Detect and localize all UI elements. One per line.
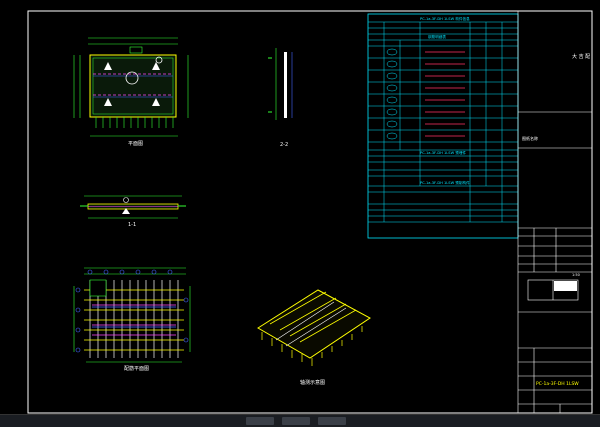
title-block: [517, 11, 592, 413]
table-2-title: 钢筋明细表: [428, 34, 446, 39]
section-view-label: 1-1: [128, 222, 136, 228]
table-row-icons: [386, 48, 398, 140]
scale-label: 1:50: [572, 273, 580, 277]
isometric-label: 轴测示意图: [300, 379, 325, 386]
side-view: 2-2: [268, 48, 293, 148]
company-name: 大 吉 配: [572, 53, 590, 60]
taskbar-app-1[interactable]: [246, 417, 274, 425]
rebar-plan-label: 配筋平面图: [124, 365, 149, 372]
drawing-number: PC-1a-3F-DH 1LSW: [536, 381, 579, 387]
rebar-plan-view: 配筋平面图: [73, 267, 191, 372]
plan-view-label: 平面图: [128, 141, 143, 147]
isometric-view: 轴测示意图: [257, 289, 371, 386]
component-tables: [367, 13, 519, 239]
table-magenta-marks: [425, 51, 465, 137]
table-3-title: PC-1a-3F-DH 1LSW 预埋件: [420, 150, 466, 155]
table-4-title: PC-1a-3F-DH 1LSW 预制构件: [420, 180, 470, 185]
table-1-title: PC-1a-3F-DH 1LSW 构件信息: [420, 16, 470, 21]
taskbar-app-3[interactable]: [318, 417, 346, 425]
drawing-border: [27, 10, 593, 414]
taskbar-app-2[interactable]: [282, 417, 310, 425]
plan-view: 平面图: [73, 37, 189, 147]
section-view: 1-1: [80, 195, 186, 228]
title-label: 图纸名称: [522, 135, 538, 141]
side-view-label: 2-2: [280, 142, 288, 148]
taskbar: [0, 414, 600, 427]
